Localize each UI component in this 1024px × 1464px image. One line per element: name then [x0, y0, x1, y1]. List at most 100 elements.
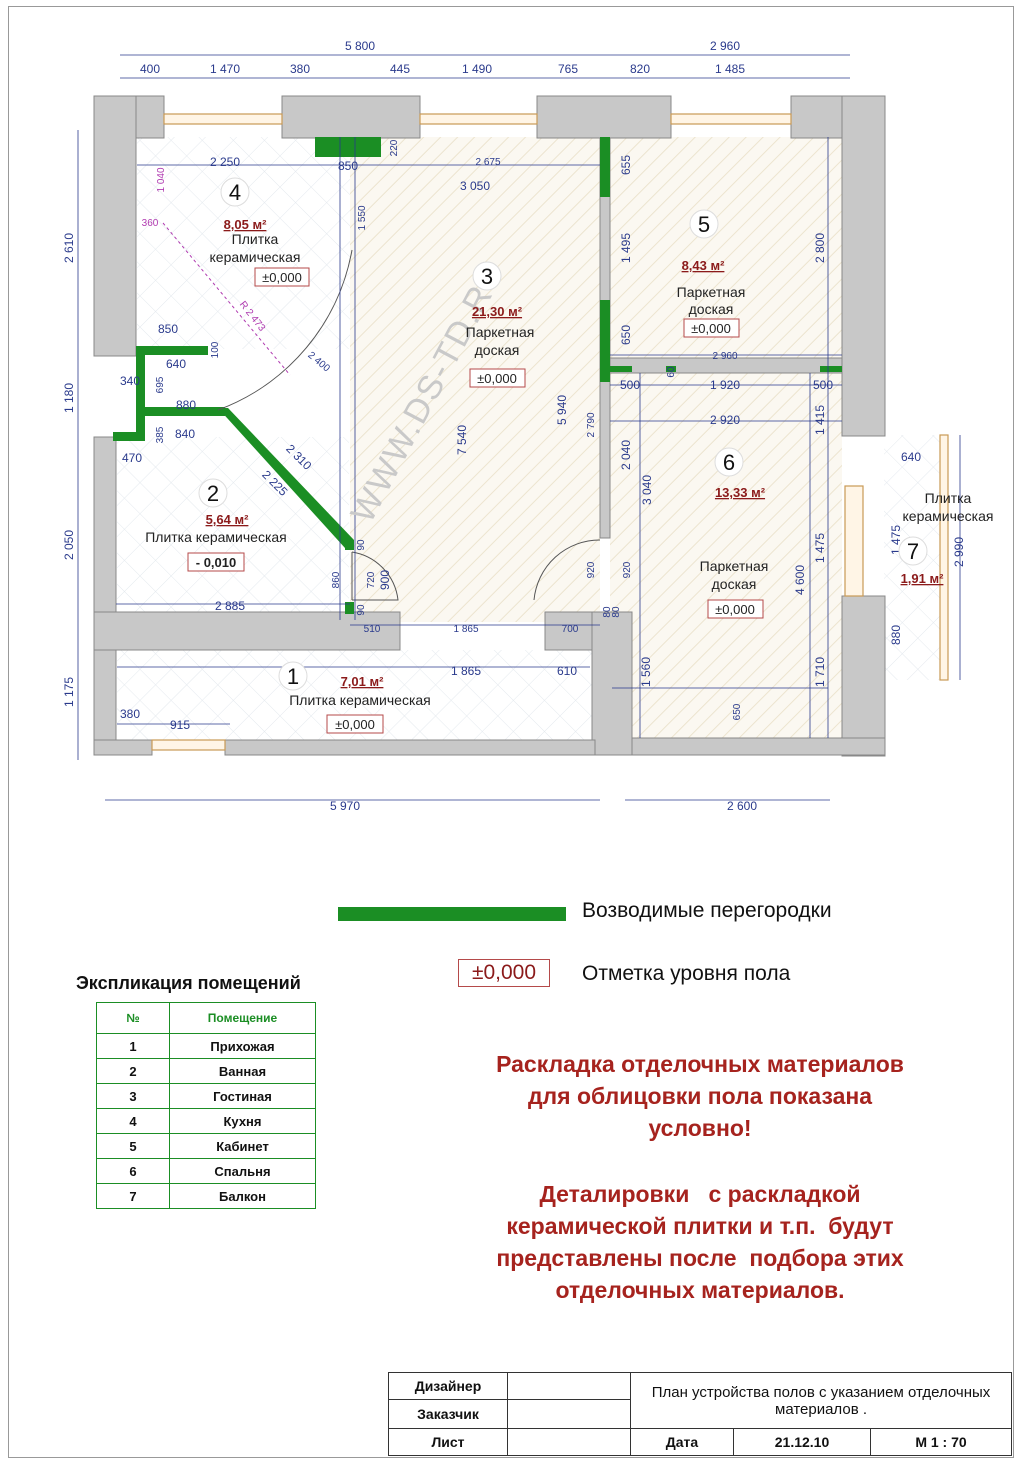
dim-top-seg: 380 — [290, 62, 310, 76]
dim-inner: 80 — [611, 606, 622, 618]
dim-inner: 1 475 — [813, 533, 827, 563]
room-number: 4 — [229, 180, 241, 205]
date-label: Дата — [630, 1428, 734, 1456]
dim-top-seg: 820 — [630, 62, 650, 76]
explication-title: Экспликация помещений — [76, 973, 301, 993]
dim-left: 2 050 — [62, 530, 76, 560]
dim-inner: 380 — [120, 707, 140, 721]
dim-top-total-left: 5 800 — [345, 39, 375, 53]
dim-left: 1 180 — [62, 383, 76, 413]
floor-plan: 5 800 2 960 400 1 470 380 445 1 490 765 … — [62, 39, 994, 813]
room-material: Плитка — [232, 231, 279, 247]
room-2-label: 2 5,64 м² Плитка керамическая - 0,010 — [145, 478, 287, 572]
room-level: ±0,000 — [715, 602, 755, 617]
dim-inner: 2 885 — [215, 599, 245, 613]
room-area: 5,64 м² — [206, 512, 250, 527]
note-line: условно! — [648, 1115, 752, 1141]
dim-top-seg: 445 — [390, 62, 410, 76]
table-cell: 7 — [96, 1183, 170, 1209]
dim-inner: 90 — [356, 539, 367, 551]
table-cell: Кабинет — [169, 1133, 316, 1159]
table-cell: 1 — [96, 1033, 170, 1059]
table-cell: Гостиная — [169, 1083, 316, 1109]
table-cell: Прихожая — [169, 1033, 316, 1059]
note-line: керамической плитки и т.п. будут — [506, 1213, 894, 1239]
dim-top-total-right: 2 960 — [710, 39, 740, 53]
dim-top-seg: 765 — [558, 62, 578, 76]
note-line: представлены после подбора этих — [496, 1245, 904, 1271]
header-cell: Помещение — [169, 1002, 316, 1034]
note-line: для облицовки пола показана — [527, 1083, 873, 1109]
room-number: 1 — [287, 664, 299, 689]
note-layout-conditional: Раскладка отделочных материалов для обли… — [430, 1048, 970, 1144]
dim-inner: 1 415 — [813, 405, 827, 435]
customer-label: Заказчик — [388, 1399, 508, 1429]
room-material: доская — [712, 576, 757, 592]
note-detailing: Деталировки с раскладкой керамической пл… — [420, 1178, 980, 1306]
level-legend-label: Отметка уровня пола — [582, 962, 791, 985]
dim-inner: 3 040 — [640, 475, 654, 505]
dim-inner: 2 250 — [210, 155, 240, 169]
room-number: 5 — [698, 212, 710, 237]
room-number: 3 — [481, 264, 493, 289]
dim-inner: 900 — [378, 570, 392, 590]
dim-inner: 920 — [586, 561, 597, 578]
dim-inner: 4 600 — [793, 565, 807, 595]
table-cell: Спальня — [169, 1158, 316, 1184]
dim-inner: 640 — [166, 357, 186, 371]
room-area: 7,01 м² — [341, 674, 385, 689]
room-level: - 0,010 — [196, 555, 236, 570]
dim-inner: 500 — [813, 378, 833, 392]
room-3-label: 3 21,30 м² Паркетная доская ±0,000 — [466, 261, 535, 388]
dim-inner: 1 865 — [451, 664, 481, 678]
dim-inner: 2 990 — [952, 537, 966, 567]
table-cell: Кухня — [169, 1108, 316, 1134]
room-material: керамическая — [210, 249, 301, 265]
room-number: 7 — [907, 539, 919, 564]
title-block: Дизайнер Заказчик Лист План устройства п… — [388, 1372, 1012, 1456]
dim-inner: 640 — [901, 450, 921, 464]
room-material: Плитка — [925, 490, 972, 506]
room-level: ±0,000 — [335, 717, 375, 732]
dim-inner: 360 — [142, 218, 159, 229]
dim-inner: 720 — [366, 571, 377, 588]
room-7-label: Плитка керамическая 7 1,91 м² — [898, 490, 994, 586]
table-cell: Ванная — [169, 1058, 316, 1084]
table-cell: 6 — [96, 1158, 170, 1184]
table-cell: 2 — [96, 1058, 170, 1084]
dim-inner: 100 — [210, 341, 221, 358]
dim-inner: 650 — [732, 703, 743, 720]
room-material: керамическая — [903, 508, 994, 524]
dim-inner: 500 — [620, 378, 640, 392]
dim-inner: 655 — [619, 155, 633, 175]
dim-inner: 880 — [176, 398, 196, 412]
designer-label: Дизайнер — [388, 1372, 508, 1400]
dim-bottom-right: 2 600 — [727, 799, 757, 813]
dim-inner: 80 — [602, 606, 613, 618]
designer-value — [507, 1372, 631, 1400]
dim-inner: 700 — [562, 624, 579, 635]
dim-inner: 1 550 — [357, 205, 368, 230]
dim-inner: 2 675 — [475, 157, 500, 168]
room-1-label: 1 7,01 м² Плитка керамическая ±0,000 — [278, 661, 431, 734]
dim-inner: 3 050 — [460, 179, 490, 193]
partition-legend-label: Возводимые перегородки — [582, 899, 832, 922]
room-level: ±0,000 — [262, 270, 302, 285]
dim-inner: 920 — [622, 561, 633, 578]
dim-inner: 1 040 — [156, 167, 167, 192]
room-material: Паркетная — [466, 324, 535, 340]
customer-value — [507, 1399, 631, 1429]
room-6-label: 6 13,33 м² Паркетная доская ±0,000 — [700, 447, 768, 619]
dim-top-seg: 1 470 — [210, 62, 240, 76]
dim-inner: 695 — [155, 376, 166, 393]
room-area: 8,05 м² — [224, 217, 268, 232]
dim-inner: 60 — [666, 366, 677, 378]
dim-inner: 90 — [356, 604, 367, 616]
room-material: Паркетная — [677, 284, 746, 300]
scale-value: М 1 : 70 — [870, 1428, 1012, 1456]
